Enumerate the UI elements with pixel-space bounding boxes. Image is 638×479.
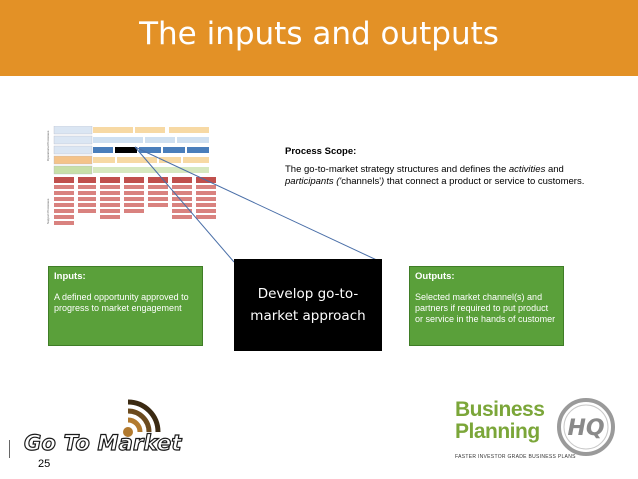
process-scope-text: The go-to-market strategy structures and… (285, 164, 585, 187)
process-map-thumbnail: Operational Processes Support Processes (47, 126, 216, 225)
page-number: 25 (38, 458, 51, 470)
inputs-box: Inputs: A defined opportunity approved t… (48, 266, 203, 346)
svg-text:Operational Processes: Operational Processes (47, 130, 50, 161)
svg-text:HQ: HQ (567, 416, 604, 441)
outputs-heading: Outputs: (415, 271, 455, 282)
outputs-box: Outputs: Selected market channel(s) and … (409, 266, 564, 346)
process-line-2: market approach (250, 308, 366, 324)
process-line-1: Develop go-to- (257, 286, 359, 302)
inputs-heading: Inputs: (54, 271, 86, 282)
divider (9, 440, 10, 458)
inputs-text: A defined opportunity approved to progre… (54, 292, 189, 313)
slide-title: The inputs and outputs (139, 16, 499, 52)
process-scope-heading: Process Scope: (285, 146, 357, 157)
signal-waves-icon (123, 399, 161, 437)
process-scope: Process Scope: The go-to-market strategy… (285, 146, 595, 188)
hq-badge-icon: HQ (557, 398, 615, 456)
go-to-market-logo: Go To Market (23, 430, 182, 455)
connector-right (134, 146, 382, 263)
process-box: Develop go-to-market approach (234, 259, 382, 351)
title-bar (0, 0, 638, 76)
outputs-text: Selected market channel(s) and partners … (415, 292, 556, 324)
business-planning-tagline: FASTER INVESTOR GRADE BUSINESS PLANS (455, 454, 576, 460)
svg-text:Support Processes: Support Processes (47, 198, 50, 224)
connector-left (134, 146, 235, 263)
